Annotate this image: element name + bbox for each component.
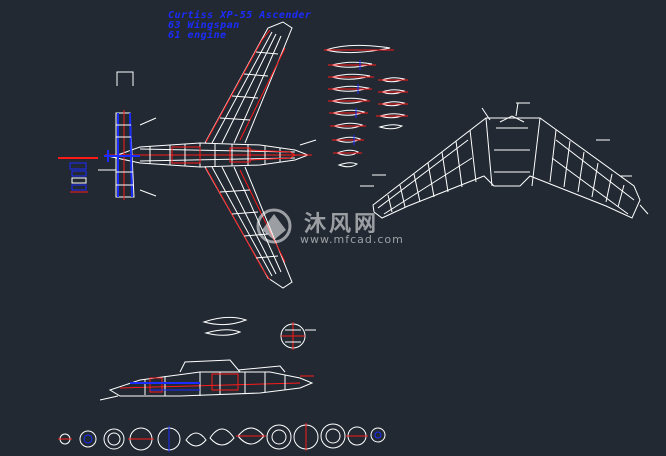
detail-parts — [202, 316, 316, 350]
wing-planform — [360, 102, 649, 219]
watermark: 沐风网 www.mfcad.com — [250, 204, 420, 250]
bulkhead-formers — [58, 423, 386, 452]
watermark-text: 沐风网 — [304, 212, 380, 237]
former-4 — [128, 427, 154, 451]
side-view — [99, 359, 314, 401]
former-7 — [209, 428, 235, 446]
former-8 — [236, 427, 266, 445]
drawing-title: Curtiss XP-55 Ascender — [168, 10, 312, 21]
drawing-wingspan-note: 63 Wingspan — [168, 20, 240, 31]
watermark-url: www.mfcad.com — [300, 233, 404, 246]
former-12 — [346, 426, 368, 446]
former-13 — [370, 427, 386, 443]
former-10 — [293, 423, 319, 451]
former-9 — [266, 424, 292, 450]
fin-parts — [58, 157, 98, 193]
rib-stack — [324, 44, 408, 168]
former-6 — [185, 432, 207, 447]
watermark-logo — [256, 208, 292, 244]
former-3 — [103, 428, 125, 450]
drawing-engine-note: 61 engine — [168, 30, 227, 41]
former-1 — [58, 433, 72, 445]
former-5 — [157, 426, 181, 452]
top-view — [98, 21, 317, 289]
former-11 — [320, 423, 346, 449]
former-2 — [79, 430, 97, 448]
